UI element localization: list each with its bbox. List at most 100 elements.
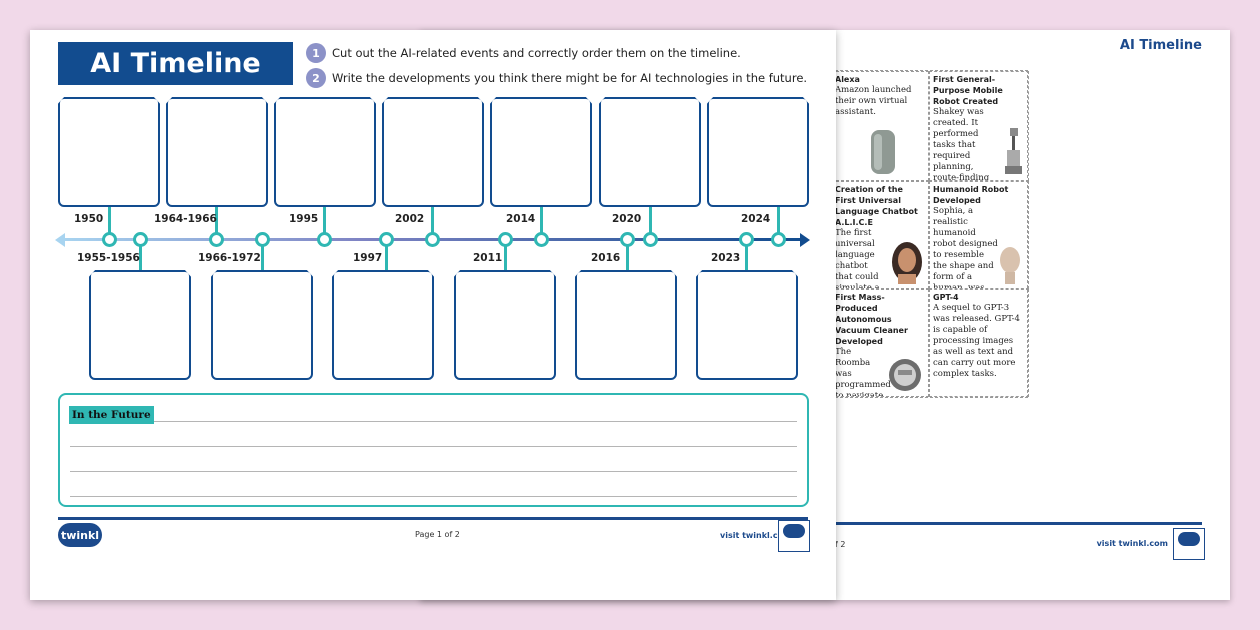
visit-link[interactable]: visit twinkl.com [720,531,792,540]
answer-box-bottom-6[interactable] [696,270,798,380]
worksheet-page-1: AI Timeline 1 Cut out the AI-related eve… [30,30,836,600]
card-title: Alexa [835,75,860,84]
year-label: 1997 [353,252,383,264]
stem-top-5 [540,207,543,233]
page-number: f 2 [835,540,846,549]
event-card-sophia: Humanoid Robot Developed Sophia, a reali… [929,181,1029,289]
stem-bottom-5 [626,246,629,270]
year-label: 2011 [473,252,503,264]
answer-box-top-2[interactable] [166,97,268,207]
year-label: 2014 [506,213,536,225]
instruction-2: 2 Write the developments you think there… [306,68,807,88]
stem-bottom-1 [139,246,142,270]
year-label: 1995 [289,213,319,225]
twinkl-logo: twinkl [58,523,102,547]
visit-link[interactable]: visit twinkl.com [1096,539,1168,548]
step-number: 1 [306,43,326,63]
event-card-shakey: First General-Purpose Mobile Robot Creat… [929,71,1029,181]
card-title: First Mass-Produced Autonomous Vacuum Cl… [835,293,908,346]
timeline-node [498,232,513,247]
timeline-node [379,232,394,247]
event-card-alice: Creation of the First Universal Language… [831,181,929,289]
future-section: In the Future [58,393,809,507]
stem-bottom-6 [745,246,748,270]
year-label: 2023 [711,252,741,264]
card-title: GPT-4 [933,293,959,302]
event-card-gpt4: GPT-4 A sequel to GPT-3 was released. GP… [929,289,1029,397]
stem-top-4 [431,207,434,233]
timeline-node [425,232,440,247]
answer-box-top-7[interactable] [707,97,809,207]
timeline-node [739,232,754,247]
stem-top-1 [108,207,111,233]
year-label: 2024 [741,213,771,225]
event-card-alexa: Alexa Amazon launched their own virtual … [831,71,929,181]
writing-line[interactable] [148,421,797,422]
event-card-roomba: First Mass-Produced Autonomous Vacuum Cl… [831,289,929,397]
writing-line[interactable] [70,496,797,497]
arrow-left-icon [55,233,65,247]
card-title: Humanoid Robot Developed [933,185,1009,205]
page-2-title: AI Timeline [1119,38,1202,53]
card-body: The Roomba was programmed to navigate an… [835,347,891,397]
answer-box-bottom-2[interactable] [211,270,313,380]
arrow-right-icon [800,233,810,247]
answer-box-top-4[interactable] [382,97,484,207]
smart-speaker-image [871,130,895,174]
timeline-node [133,232,148,247]
answer-box-bottom-5[interactable] [575,270,677,380]
stem-top-6 [649,207,652,233]
answer-box-top-3[interactable] [274,97,376,207]
instruction-1: 1 Cut out the AI-related events and corr… [306,43,741,63]
card-title: Creation of the First Universal Language… [835,185,918,227]
page-title: AI Timeline [58,42,293,85]
year-label: 1964-1966 [154,213,217,225]
timeline-node [534,232,549,247]
answer-box-bottom-4[interactable] [454,270,556,380]
future-label: In the Future [69,406,154,424]
timeline-node [317,232,332,247]
answer-box-top-5[interactable] [490,97,592,207]
answer-box-bottom-3[interactable] [332,270,434,380]
year-label: 1966-1972 [198,252,261,264]
card-body: Amazon launched their own virtual assist… [835,85,912,117]
year-label: 2020 [612,213,642,225]
year-label: 1955-1956 [77,252,140,264]
answer-box-bottom-1[interactable] [89,270,191,380]
alice-face-image [892,242,922,284]
stem-top-2 [215,207,218,233]
card-body: A sequel to GPT-3 was released. GPT-4 is… [933,303,1020,379]
year-label: 2002 [395,213,425,225]
instruction-text: Write the developments you think there m… [332,71,808,85]
instruction-text: Cut out the AI-related events and correc… [332,46,741,60]
stem-bottom-2 [261,246,264,270]
quality-badge-icon [1173,528,1205,560]
timeline-node [620,232,635,247]
footer-rule [58,517,808,520]
card-body: Sophia, a realistic humanoid robot desig… [933,206,998,289]
card-body: Shakey was created. It performed tasks t… [933,107,990,181]
card-body: The first universal language chatbot tha… [835,228,880,289]
robot-vacuum-image [889,359,921,391]
event-card-grid: Alexa Amazon launched their own virtual … [830,70,1029,398]
stem-bottom-3 [385,246,388,270]
answer-box-top-6[interactable] [599,97,701,207]
answer-box-top-1[interactable] [58,97,160,207]
shakey-robot-image [1005,128,1022,174]
timeline-node [643,232,658,247]
quality-badge-icon [778,520,810,552]
timeline-node [209,232,224,247]
stem-top-7 [777,207,780,233]
timeline-node [255,232,270,247]
sophia-robot-image [1000,247,1020,284]
timeline-node [102,232,117,247]
writing-line[interactable] [70,471,797,472]
page-number: Page 1 of 2 [415,530,460,539]
writing-line[interactable] [70,446,797,447]
year-label: 2016 [591,252,621,264]
step-number: 2 [306,68,326,88]
stem-bottom-4 [504,246,507,270]
timeline-node [771,232,786,247]
stem-top-3 [323,207,326,233]
card-title: First General-Purpose Mobile Robot Creat… [933,75,1003,106]
